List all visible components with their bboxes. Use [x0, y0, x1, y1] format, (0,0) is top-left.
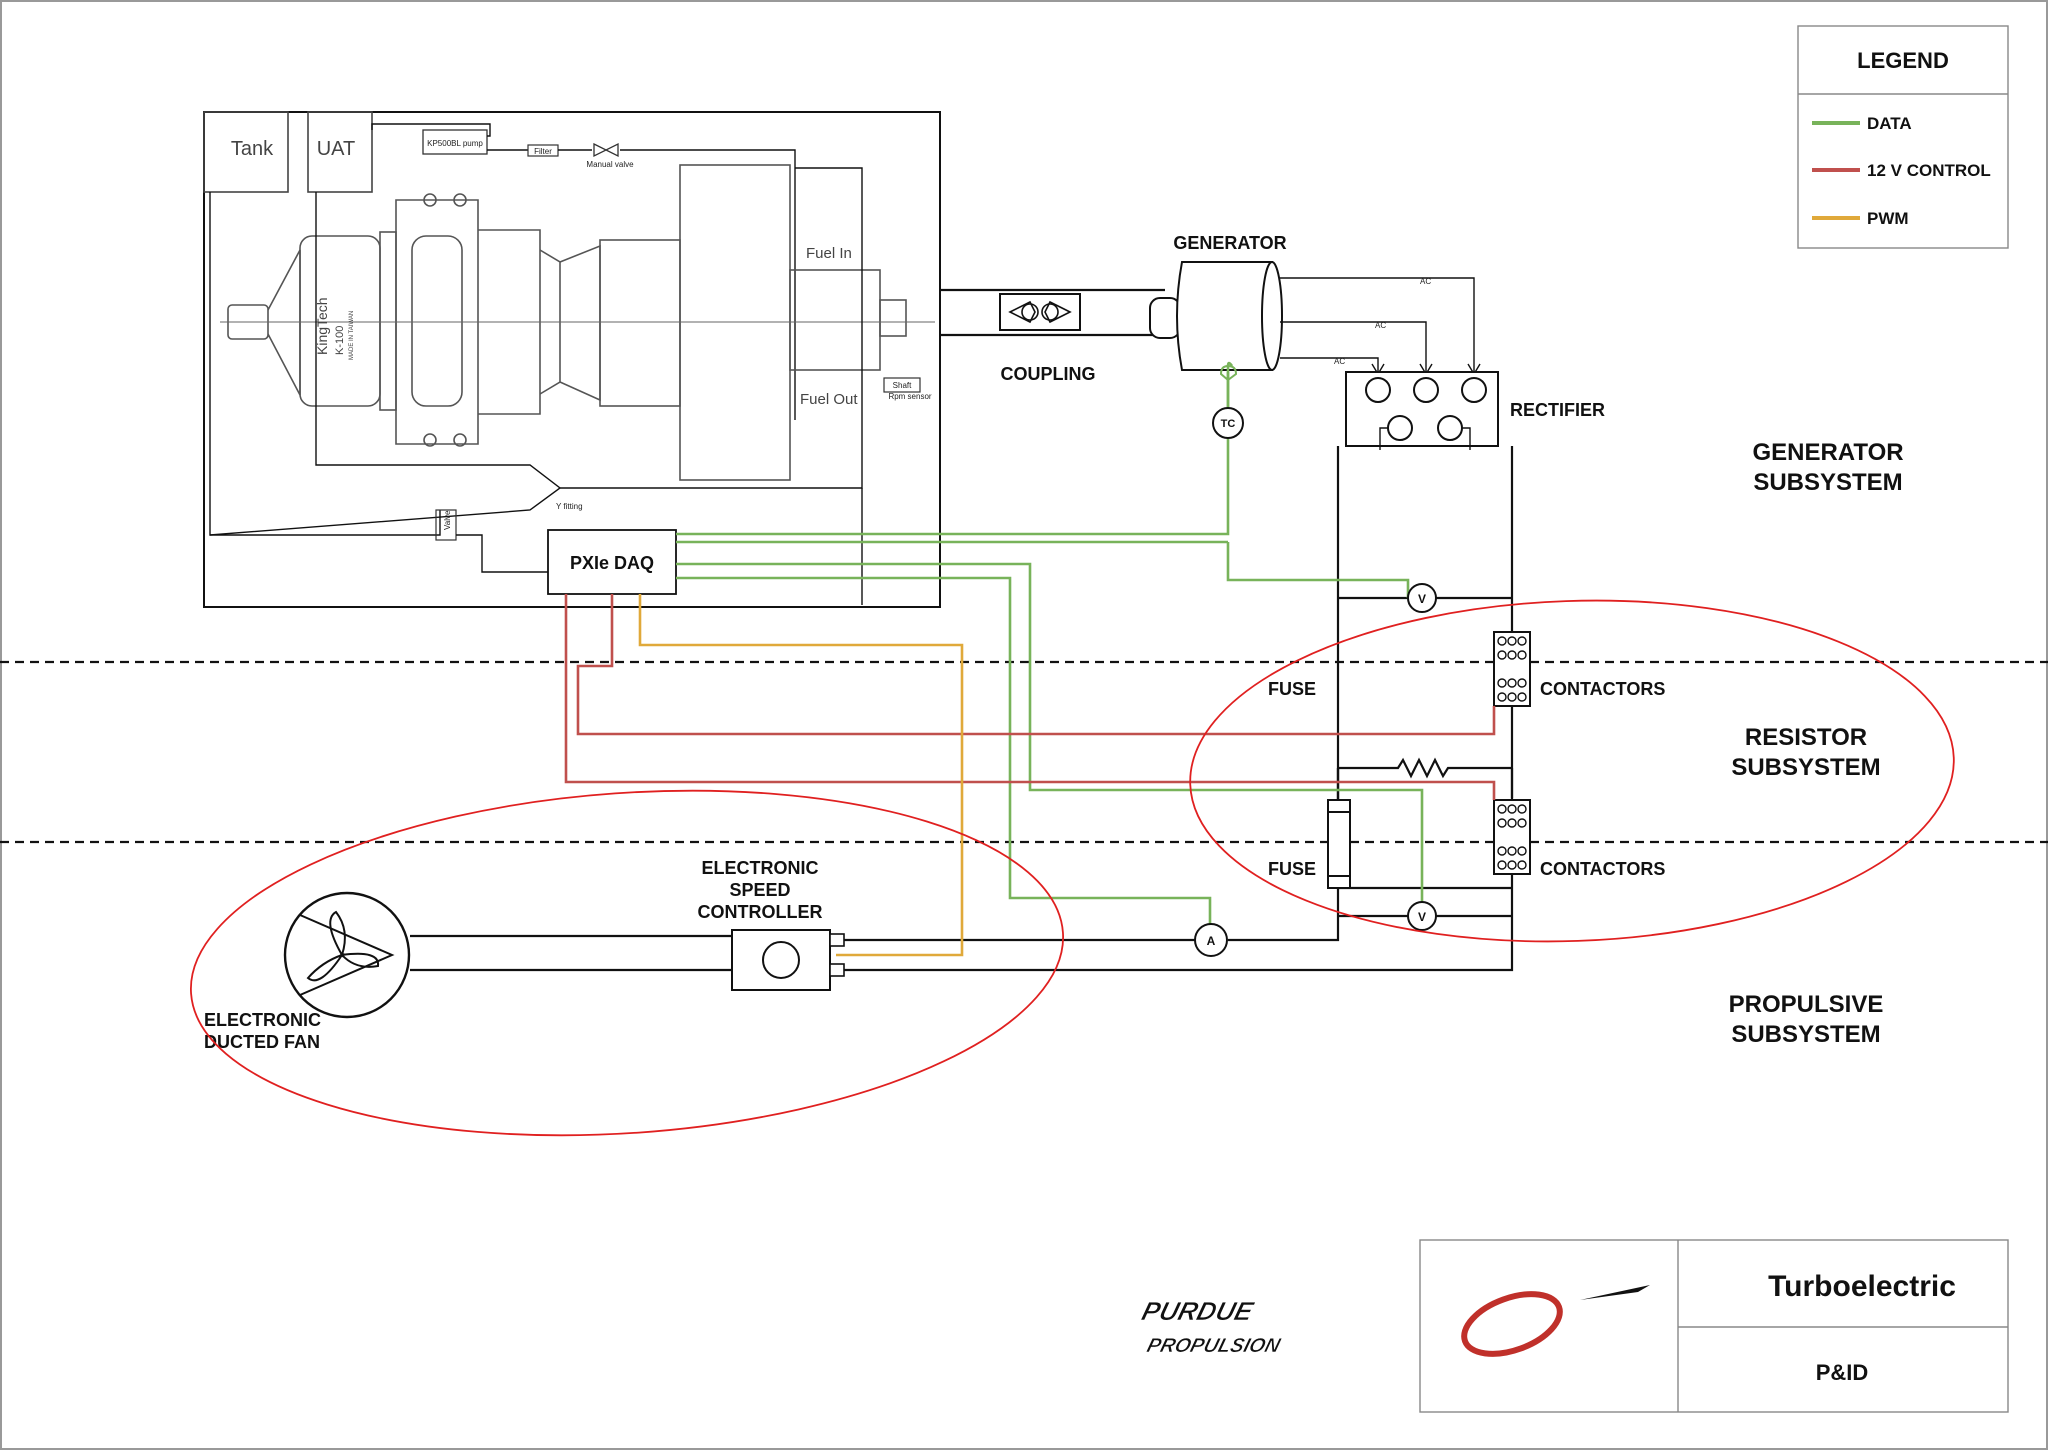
contactors-label-2: CONTACTORS: [1540, 859, 1665, 879]
daq-label: PXIe DAQ: [570, 553, 654, 573]
resistor-highlight: [1189, 599, 1955, 943]
valve-box: [435, 509, 457, 541]
engine-origin-label: MADE IN TAIWAN: [349, 311, 355, 360]
resistor-subsystem-line1: RESISTOR: [1745, 724, 1867, 751]
rpm-sensor-box: [883, 377, 921, 393]
tank-box: [203, 111, 289, 193]
esc: ELECTRONIC SPEED CONTROLLER: [410, 858, 845, 991]
legend-label-data: DATA: [1867, 114, 1912, 133]
edf-label-line1: ELECTRONIC: [204, 1010, 321, 1030]
logo-text-line2: PROPULSION: [1144, 1335, 1283, 1357]
y-fitting-label: Y fitting: [556, 502, 583, 511]
fuse-label-1: FUSE: [1268, 679, 1316, 699]
ac-label-2: AC: [1375, 321, 1386, 330]
legend-title: LEGEND: [1857, 48, 1949, 73]
dc-bus: [836, 446, 1514, 972]
uat-box: [307, 111, 373, 193]
pump-box: [422, 129, 488, 155]
propulsive-highlight: [190, 789, 1064, 1137]
engine-brand-label: KingTech: [314, 297, 330, 355]
purdue-propulsion-logo: PURDUE PROPULSION: [1138, 1285, 1650, 1357]
control-lines: [564, 594, 1496, 800]
manual-valve-icon: [593, 142, 619, 158]
valve-label: Valve: [443, 510, 452, 530]
fuse: FUSE FUSE: [1268, 679, 1351, 889]
legend-label-control: 12 V CONTROL: [1867, 161, 1991, 180]
esc-label-line1: ELECTRONIC: [702, 858, 819, 878]
tank-label: Tank: [231, 138, 274, 160]
contactors-label-1: CONTACTORS: [1540, 679, 1665, 699]
contactor-upper: CONTACTORS: [1493, 631, 1665, 707]
voltmeter-upper: V: [1407, 583, 1437, 613]
generator-subsystem-line1: GENERATOR: [1752, 439, 1903, 466]
edf-label-line2: DUCTED FAN: [204, 1032, 320, 1052]
title-text: Turboelectric: [1768, 1270, 1956, 1303]
fuse-label-2: FUSE: [1268, 859, 1316, 879]
coupling: COUPLING: [940, 288, 1165, 384]
rectifier-label: RECTIFIER: [1510, 400, 1605, 420]
pump-label: KP500BL pump: [427, 139, 483, 148]
engine-model-label: K-100: [334, 326, 346, 355]
coupling-icon: [1008, 300, 1072, 324]
tc-lead: [1219, 365, 1238, 382]
thermocouple: TC: [1212, 407, 1244, 439]
generator: GENERATOR: [1149, 233, 1287, 371]
ducted-fan: ELECTRONIC DUCTED FAN: [204, 891, 411, 1052]
manual-valve-label: Manual valve: [586, 160, 634, 169]
legend-label-pwm: PWM: [1867, 209, 1909, 228]
ammeter: A: [1194, 923, 1228, 957]
voltmeter-lower: V: [1407, 901, 1437, 931]
fan-icon: [306, 910, 380, 982]
resistor-subsystem-line2: SUBSYSTEM: [1731, 754, 1880, 781]
legend: LEGEND DATA 12 V CONTROL PWM: [1797, 25, 2009, 249]
title-block: Turboelectric P&ID PURDUE PROPULSION: [1138, 1239, 2009, 1413]
fuel-out-label: Fuel Out: [800, 391, 858, 408]
filter-label: Filter: [534, 147, 552, 156]
generator-label: GENERATOR: [1173, 233, 1286, 253]
esc-label-line2: SPEED: [729, 880, 790, 900]
propulsive-subsystem-line2: SUBSYSTEM: [1731, 1021, 1880, 1048]
subtitle-text: P&ID: [1816, 1360, 1869, 1385]
pwm-line: [638, 594, 964, 957]
propulsive-subsystem-line1: PROPULSIVE: [1729, 991, 1884, 1018]
ac-label-3: AC: [1334, 357, 1345, 366]
uat-label: UAT: [317, 138, 356, 160]
ac-label-1: AC: [1420, 277, 1431, 286]
engine-bay: Tank UAT KP500BL pump Filter Manual valv…: [203, 111, 941, 608]
generator-subsystem-line2: SUBSYSTEM: [1753, 469, 1902, 496]
turbine-engine: KingTech K-100 MADE IN TAIWAN: [220, 164, 935, 481]
fuel-in-label: Fuel In: [806, 245, 852, 262]
voltmeter-label-2: V: [1418, 910, 1426, 924]
shaft-label: Shaft: [893, 381, 912, 390]
esc-label-line3: CONTROLLER: [698, 902, 823, 922]
coupling-label: COUPLING: [1000, 364, 1095, 384]
resistor-icon: [1338, 757, 1512, 779]
contactor-lower: CONTACTORS: [1493, 799, 1665, 879]
ac-lines: AC AC AC: [1280, 277, 1481, 376]
daq-box: [547, 529, 677, 595]
rpm-sensor-label: Rpm sensor: [888, 392, 931, 401]
rectifier: RECTIFIER: [1345, 371, 1605, 450]
logo-text-line1: PURDUE: [1139, 1296, 1258, 1325]
tc-label: TC: [1221, 418, 1236, 430]
voltmeter-label-1: V: [1418, 592, 1426, 606]
ammeter-label: A: [1207, 934, 1216, 948]
